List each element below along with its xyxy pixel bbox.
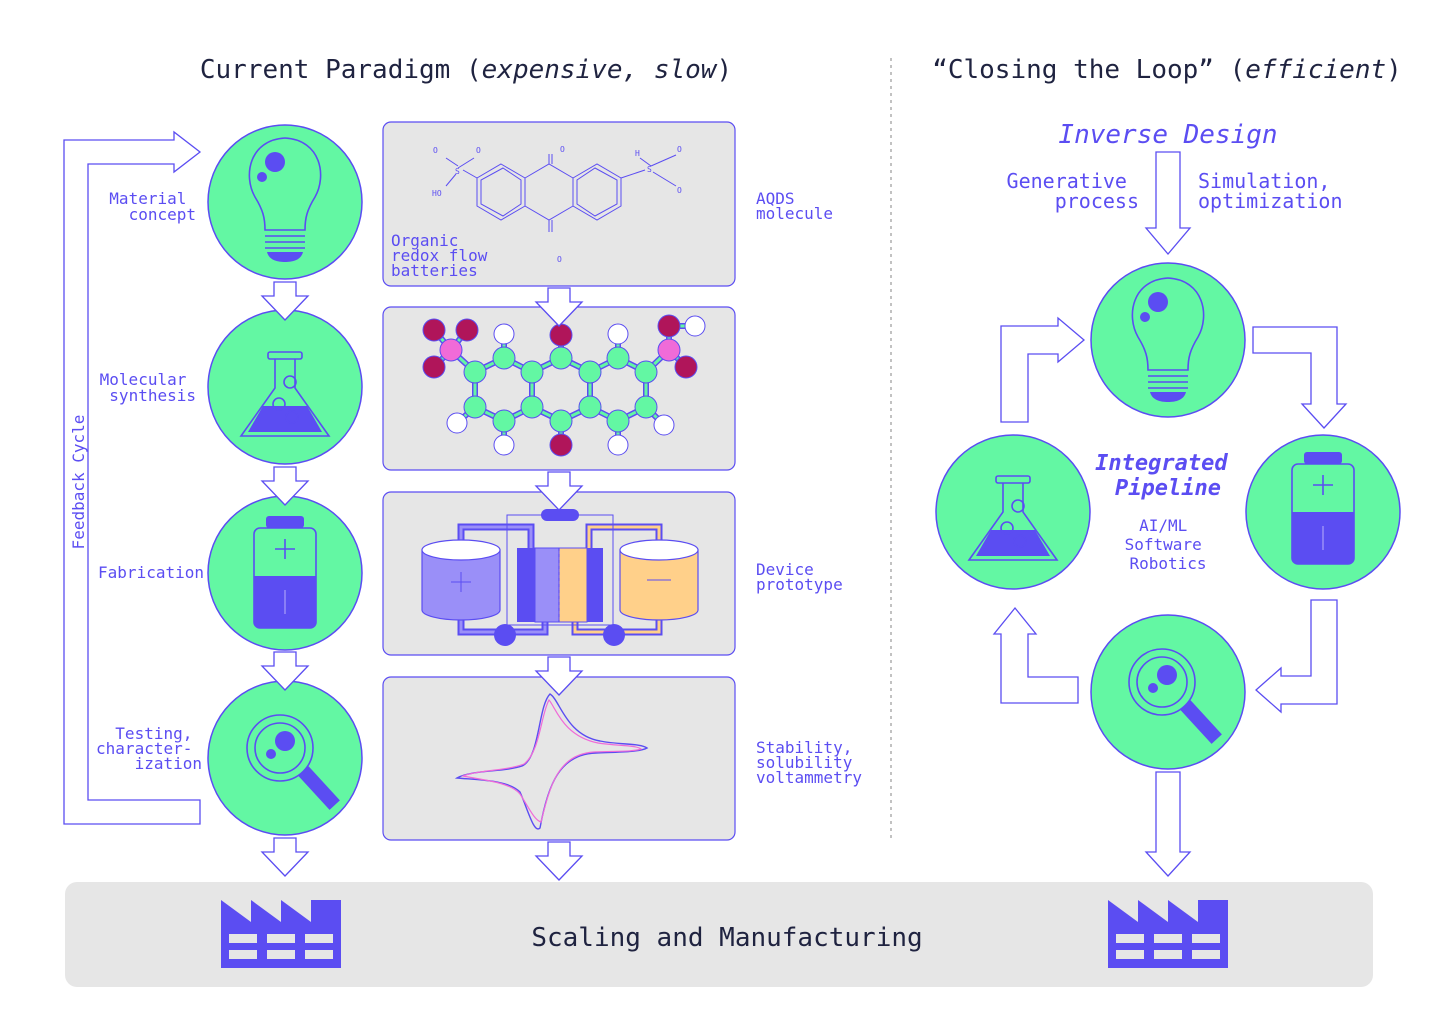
stage-circle — [207, 309, 363, 465]
oxygen-atom — [549, 433, 573, 457]
loop-fabrication-node — [1245, 434, 1401, 590]
inverse-design-title: Inverse Design — [1058, 120, 1277, 150]
panel-label-aqds: AQDS molecule — [756, 189, 833, 223]
carbon-atom — [463, 395, 487, 419]
sulfur-atom — [657, 338, 681, 362]
carbon-atom — [492, 409, 516, 433]
loop-arrow — [992, 606, 1079, 704]
panel-inner-label: Organic redox flow batteries — [391, 231, 497, 280]
oxygen-atom — [657, 314, 681, 338]
carbon-atom — [549, 409, 573, 433]
simulation-label: Simulation, optimization — [1198, 169, 1343, 213]
loop-arrow — [1252, 326, 1348, 429]
oxygen-atom — [455, 318, 479, 342]
cell-stack — [517, 547, 603, 623]
stage-circle — [207, 124, 363, 280]
panel-device-prototype — [382, 491, 736, 656]
svg-text:O: O — [557, 255, 562, 264]
hydrogen-atom — [493, 323, 515, 345]
oxygen-atom — [549, 323, 573, 347]
loop-arrow — [1255, 599, 1338, 714]
pump — [494, 624, 516, 646]
carbon-atom — [463, 360, 487, 384]
carbon-atom — [520, 395, 544, 419]
manufacturing-label: Scaling and Manufacturing — [531, 923, 922, 953]
carbon-atom — [578, 360, 602, 384]
stage-label-molecular-synthesis: Molecular synthesis — [100, 370, 196, 405]
hydrogen-atom — [446, 412, 468, 434]
svg-text:S: S — [647, 165, 652, 174]
down-arrow — [535, 841, 583, 881]
down-arrow — [261, 837, 309, 877]
carbon-atom — [634, 360, 658, 384]
stage-label-fabrication: Fabrication — [98, 563, 204, 582]
carbon-atom — [520, 360, 544, 384]
aqds-atom-labels: O O S O O HO S H O O — [432, 145, 682, 264]
stage-fabrication — [207, 495, 363, 651]
carbon-atom — [634, 395, 658, 419]
hydrogen-atom — [607, 323, 629, 345]
feedback-loop-arrow — [63, 130, 202, 825]
pump — [603, 624, 625, 646]
panel-label-stability: Stability, solubility voltammetry — [756, 738, 862, 787]
panel-aqds-structure: O O S O O HO S H O O Organic redox flow … — [382, 121, 736, 287]
hydrogen-atom — [493, 434, 515, 456]
integrated-pipeline-title: Integrated Pipeline — [1095, 451, 1241, 501]
hydrogen-atom — [607, 434, 629, 456]
svg-text:H: H — [635, 149, 640, 158]
loop-arrow — [1000, 316, 1086, 423]
stage-label-testing: Testing, character- ization — [96, 724, 202, 773]
carbon-atom — [606, 346, 630, 370]
left-heading: Current Paradigm (expensive, slow) — [200, 55, 732, 85]
positive-tank — [421, 539, 501, 621]
carbon-atom — [578, 395, 602, 419]
aqds-skeletal-formula — [445, 154, 677, 232]
molecule-model — [422, 314, 706, 457]
stage-label-material-concept: Material concept — [109, 189, 196, 224]
svg-text:O: O — [476, 146, 481, 155]
manufacturing-bar: Scaling and Manufacturing — [65, 882, 1373, 987]
cv-curve-secondary — [460, 698, 643, 823]
carbon-atom — [492, 346, 516, 370]
carbon-atom — [606, 409, 630, 433]
loop-synthesis-node — [935, 434, 1091, 590]
generative-process-label: Generative process — [1007, 169, 1139, 213]
pipeline-items: AI/ML Software Robotics — [1125, 516, 1212, 573]
svg-text:HO: HO — [432, 189, 442, 198]
negative-tank — [619, 539, 699, 621]
loop-testing-node — [1090, 614, 1246, 770]
stage-material-concept — [207, 124, 363, 280]
stage-circle — [207, 680, 363, 836]
sulfur-atom — [439, 338, 463, 362]
oxygen-atom — [422, 355, 446, 379]
oxygen-atom — [674, 355, 698, 379]
carbon-atom — [549, 346, 573, 370]
panel-ball-stick-model — [382, 306, 736, 471]
svg-text:O: O — [433, 146, 438, 155]
feedback-cycle-label: Feedback Cycle — [69, 415, 88, 550]
output-arrow — [1144, 771, 1192, 877]
stage-testing — [207, 680, 363, 836]
svg-text:O: O — [560, 145, 565, 154]
loop-concept-node — [1090, 262, 1246, 418]
svg-text:O: O — [677, 145, 682, 154]
hydrogen-atom — [653, 414, 675, 436]
hydrogen-atom — [684, 315, 706, 337]
svg-text:S: S — [455, 167, 460, 176]
inverse-design-arrow — [1144, 151, 1192, 256]
svg-text:O: O — [677, 186, 682, 195]
panel-voltammetry — [382, 676, 736, 841]
oxygen-atom — [422, 318, 446, 342]
panel-label-device: Device prototype — [756, 560, 843, 594]
stage-molecular-synthesis — [207, 309, 363, 465]
right-heading: “Closing the Loop” (efficient) — [932, 55, 1402, 85]
